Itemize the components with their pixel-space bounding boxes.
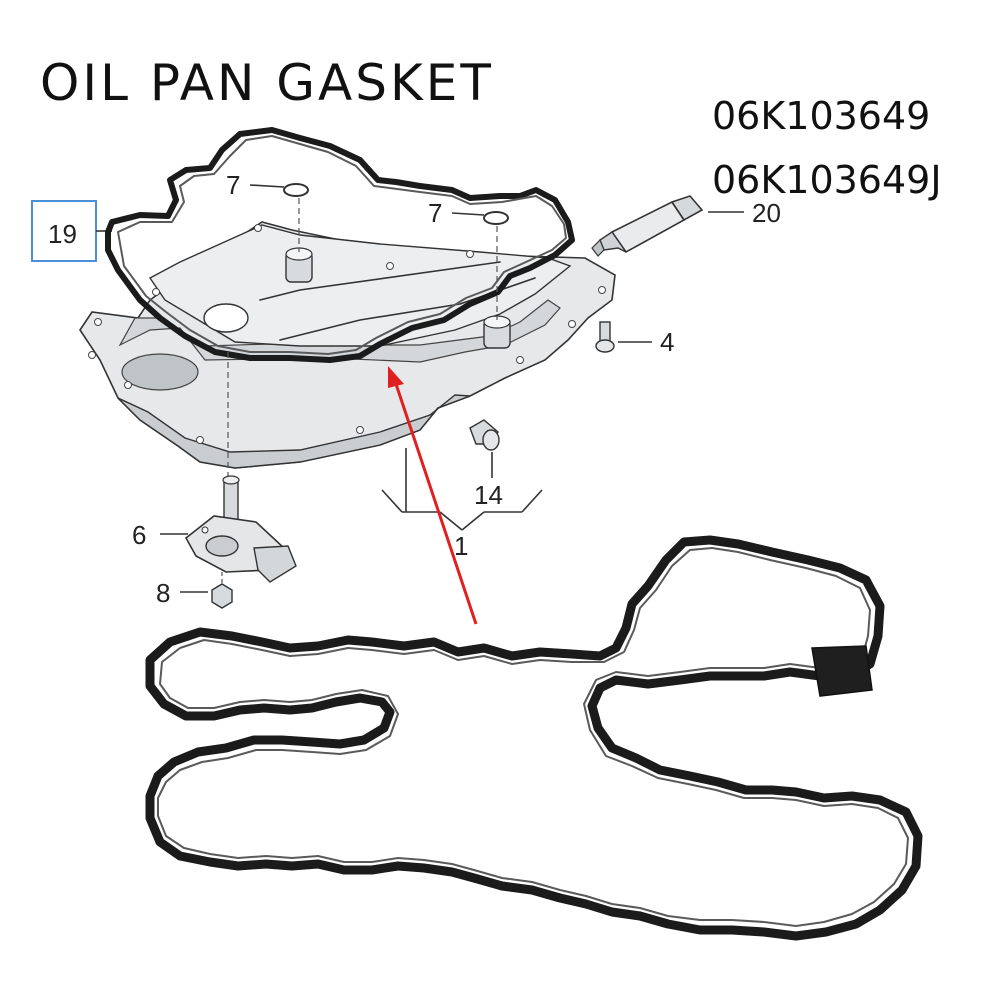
highlight-arrow-head	[388, 366, 404, 388]
oil-level-sensor	[184, 475, 297, 583]
callout-pan-bolt: 4	[660, 327, 674, 357]
o-ring-right	[483, 211, 509, 225]
gasket-installed-view	[105, 127, 575, 363]
page-title: OIL PAN GASKET	[40, 54, 494, 112]
callout-gasket: 19	[48, 219, 77, 249]
pan-bolt	[595, 321, 615, 353]
part-number-list: 06K103649 06K103649J	[712, 84, 942, 212]
o-ring-right-leader	[451, 212, 485, 216]
callout-o-ring-right: 7	[428, 198, 442, 228]
drain-plug	[469, 419, 500, 451]
sealant-tube	[591, 195, 704, 257]
o-ring-left	[283, 183, 309, 197]
callout-sensor-nut: 8	[156, 578, 170, 608]
sensor-nut	[211, 583, 233, 609]
oil-pan-pickup-port	[203, 303, 249, 333]
part-number: 06K103649	[712, 94, 931, 138]
callout-sealant-tube: 20	[752, 198, 781, 228]
gasket-installed-view-inner	[117, 135, 567, 355]
highlight-arrow-shaft	[394, 383, 478, 625]
gasket-product-image	[145, 535, 923, 941]
oil-pan-lower-body	[117, 394, 471, 469]
oil-pan-bracket	[381, 448, 543, 531]
callout-oil-level-sensor: 6	[132, 520, 146, 550]
oil-pan-rib	[259, 261, 501, 301]
part-number: 06K103649J	[712, 158, 942, 202]
callout-oil-pan: 1	[454, 531, 468, 561]
gasket-tab	[811, 645, 873, 697]
o-ring-left-leader	[249, 184, 285, 188]
oil-pan-drain-well	[121, 353, 199, 391]
oil-pan-bolt-holes	[88, 224, 606, 444]
callout-drain-plug: 14	[474, 480, 503, 510]
callout-o-ring-left: 7	[226, 170, 240, 200]
oil-pan	[79, 221, 616, 469]
